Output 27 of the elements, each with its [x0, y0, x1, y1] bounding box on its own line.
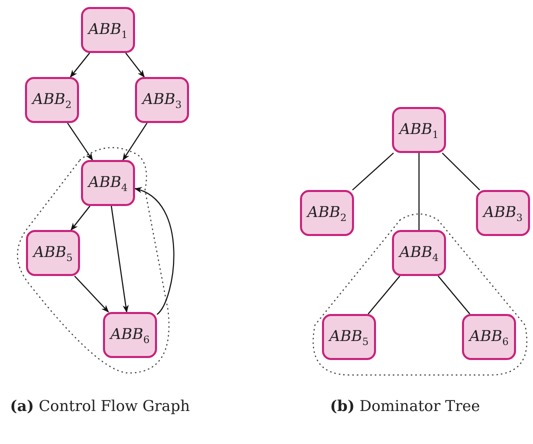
block-box: ABB$_{5}$ — [26, 230, 80, 276]
block-box: ABB$_{1}$ — [392, 107, 446, 153]
block-box: ABB$_{5}$ — [322, 314, 376, 360]
arrow — [125, 52, 145, 78]
block-box: ABB$_{6}$ — [103, 312, 157, 358]
arrow — [110, 206, 129, 313]
block-box: ABB$_{1}$ — [81, 7, 135, 53]
block-box: ABB$_{6}$ — [462, 314, 516, 360]
subfigure-caption: (a) Control Flow Graph — [10, 396, 190, 416]
block-box: ABB$_{4}$ — [81, 160, 135, 206]
tree-edge — [352, 152, 394, 190]
arrow — [74, 276, 109, 313]
arrow — [122, 122, 148, 161]
arrow — [67, 122, 93, 161]
arrow — [70, 52, 90, 78]
arrow — [70, 206, 90, 231]
block-box: ABB$_{4}$ — [392, 230, 446, 276]
tree-edge — [368, 276, 400, 314]
arrow — [134, 188, 174, 315]
tree-edge — [438, 276, 470, 314]
subfigure-caption: (b) Dominator Tree — [330, 396, 482, 416]
tree-edge — [442, 152, 480, 190]
tree-edge — [418, 153, 420, 230]
block-box: ABB$_{3}$ — [476, 190, 530, 236]
block-box: ABB$_{2}$ — [25, 77, 79, 123]
block-box: ABB$_{3}$ — [135, 77, 189, 123]
block-box: ABB$_{2}$ — [300, 190, 354, 236]
